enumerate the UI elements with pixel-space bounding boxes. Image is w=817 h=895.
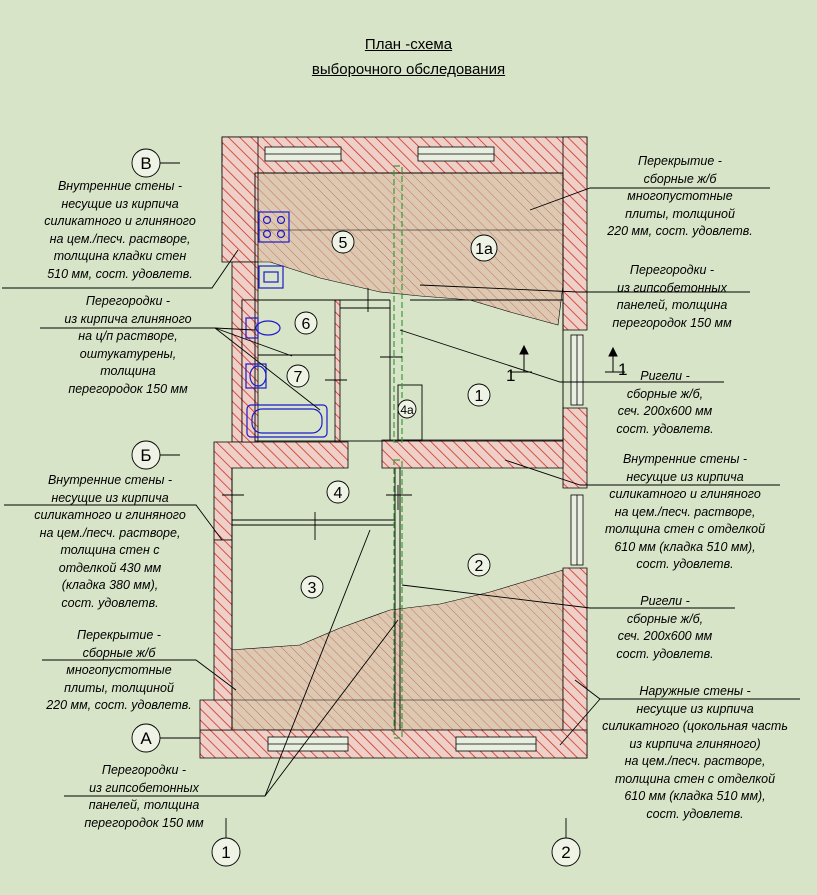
leader-lines [2,187,800,797]
room-number-1: 1 [475,388,484,405]
room-number-6: 6 [302,316,311,333]
room-number-7: 7 [294,369,303,386]
room-circles [286,230,498,599]
note-partitions-gypsum-bottom: Перегородки - из гипсобетонных панелей, … [84,763,204,830]
room-number-5: 5 [339,235,348,252]
door-marks [222,288,412,540]
plumbing-fixtures [245,211,328,438]
windows [264,146,584,752]
floor-slab-areas [229,172,564,731]
note-floor-slab-right: Перекрытие - сборные ж/б многопустотные … [607,154,753,238]
section-mark-left: 1 [506,366,515,385]
note-external-walls: Наружные стены - несущие из кирпича сили… [602,684,788,821]
gypsum-partitions [393,165,403,739]
axis-label-a: А [140,729,152,748]
axis-markers [131,140,581,867]
note-partitions-gypsum-right: Перегородки - из гипсобетонных панелей, … [612,263,732,330]
section-mark-right: 1 [618,360,627,379]
plan-title-line2: выборочного обследования [311,61,506,78]
note-girders-1: Ригели - сборные ж/б, сеч. 200х600 мм со… [616,369,714,436]
room-number-1a: 1а [475,241,493,258]
section-mark-lines [510,344,625,373]
axis-label-b: Б [140,446,151,465]
note-internal-walls-top: Внутренние стены - несущие из кирпича си… [44,179,196,281]
note-partitions-brick: Перегородки - из кирпича глиняного на ц/… [64,294,192,396]
note-internal-walls-left: Внутренние стены - несущие из кирпича си… [34,473,186,610]
axis-label-1: 1 [221,843,230,862]
note-internal-walls-right: Внутренние стены - несущие из кирпича си… [604,452,766,571]
room-number-2: 2 [475,558,484,575]
note-floor-slab-left: Перекрытие - сборные ж/б многопустотные … [46,628,192,712]
partitions [231,172,564,730]
axis-label-2: 2 [561,843,570,862]
room-number-3: 3 [308,580,317,597]
note-girders-2: Ригели - сборные ж/б, сеч. 200х600 мм со… [616,594,714,661]
plan-title-line1: План -схема [364,36,453,53]
room-number-4: 4 [334,485,343,502]
axis-label-v: В [140,154,151,173]
room-number-4a: 4а [400,403,414,417]
